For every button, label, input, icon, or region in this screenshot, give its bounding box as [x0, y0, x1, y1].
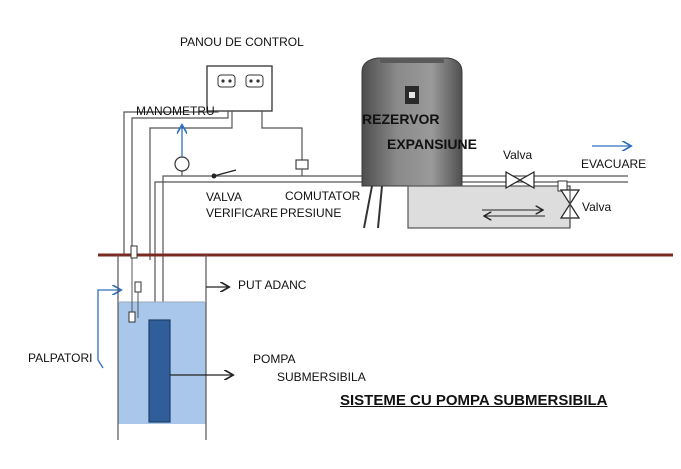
control-wires: [123, 111, 303, 260]
inline-valve-label: Valva: [503, 148, 533, 162]
discharge-label: EVACUARE: [581, 157, 647, 171]
level-probes: [128, 245, 142, 323]
check-valve-label-line2: VERIFICARE: [206, 206, 279, 220]
check-valve-label-line1: VALVA: [206, 190, 243, 204]
control-panel-label: PANOU DE CONTROL: [180, 35, 304, 49]
manometer-gauge: [174, 156, 190, 176]
check-valve: [211, 169, 237, 179]
submersible-pump: [148, 319, 171, 423]
inline-valve: [505, 170, 535, 190]
pressure-switch-label-line1: COMUTATOR: [285, 189, 361, 203]
pressure-switch-label-line2: PRESIUNE: [280, 206, 342, 220]
pointer-arrows: [170, 287, 232, 375]
branch-valve: [557, 180, 581, 228]
main-pipe: [154, 175, 628, 320]
deep-well-label: PUT ADANC: [238, 278, 307, 292]
expansion-tank: [361, 57, 463, 229]
branch-valve-label: Valva: [582, 200, 612, 214]
pressure-switch: [295, 159, 309, 176]
control-panel: [206, 65, 273, 112]
probes-label: PALPATORI: [28, 351, 93, 365]
manometer-label: MANOMETRU: [136, 104, 215, 118]
pump-label-line2: SUBMERSIBILA: [277, 370, 366, 384]
tank-label-line1: REZERVOR: [362, 111, 440, 127]
pump-label-line1: POMPA: [253, 352, 296, 366]
tank-label-line2: EXPANSIUNE: [387, 136, 477, 152]
flow-arrows: [97, 126, 630, 369]
bypass-loop: [407, 185, 571, 229]
diagram-title: SISTEME CU POMPA SUBMERSIBILA: [340, 392, 608, 409]
